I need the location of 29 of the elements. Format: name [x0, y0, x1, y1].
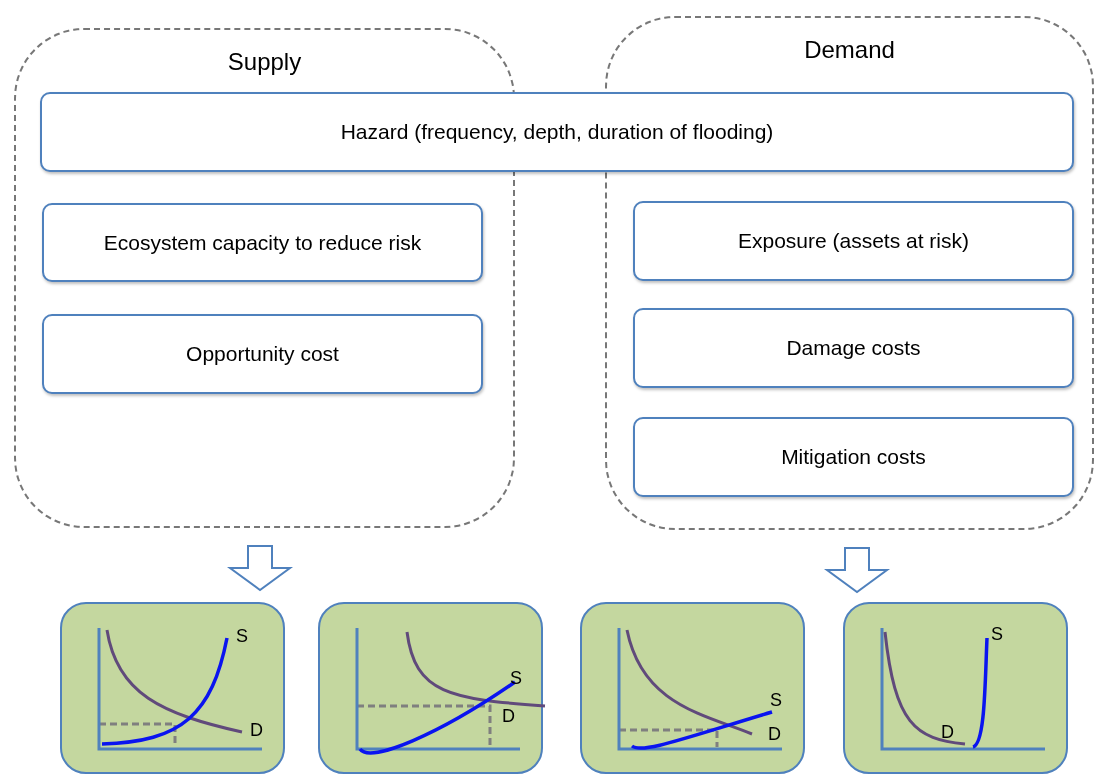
curve-label: D [250, 720, 263, 741]
hollow-arrow [226, 545, 294, 592]
box-label: Opportunity cost [186, 342, 339, 366]
rounded-box [40, 92, 1074, 172]
curve-label: D [502, 706, 515, 727]
curve-label: D [768, 724, 781, 745]
box-label: Exposure (assets at risk) [737, 229, 970, 253]
box-label: Hazard (frequency, depth, duration of flooding) [340, 120, 774, 144]
rounded-box [633, 417, 1074, 497]
rounded-box [42, 314, 483, 394]
chart-panel [580, 602, 805, 774]
curve-label: D [941, 722, 954, 743]
rounded-box [42, 203, 483, 282]
curve-label: S [236, 626, 248, 647]
rounded-box [633, 201, 1074, 281]
dashed-group-region [14, 28, 515, 528]
box-label: Mitigation costs [781, 445, 926, 469]
chart-panel [843, 602, 1068, 774]
rounded-box [633, 308, 1074, 388]
curve-label: S [991, 624, 1003, 645]
group-title: Demand [803, 36, 896, 64]
chart-panel [60, 602, 285, 774]
curve-label: S [510, 668, 522, 689]
hollow-arrow [823, 547, 891, 594]
box-label: Ecosystem capacity to reduce risk [103, 230, 422, 255]
box-label: Damage costs [786, 336, 921, 360]
curve-label: S [770, 690, 782, 711]
group-title: Supply [226, 48, 303, 76]
chart-panel [318, 602, 543, 774]
